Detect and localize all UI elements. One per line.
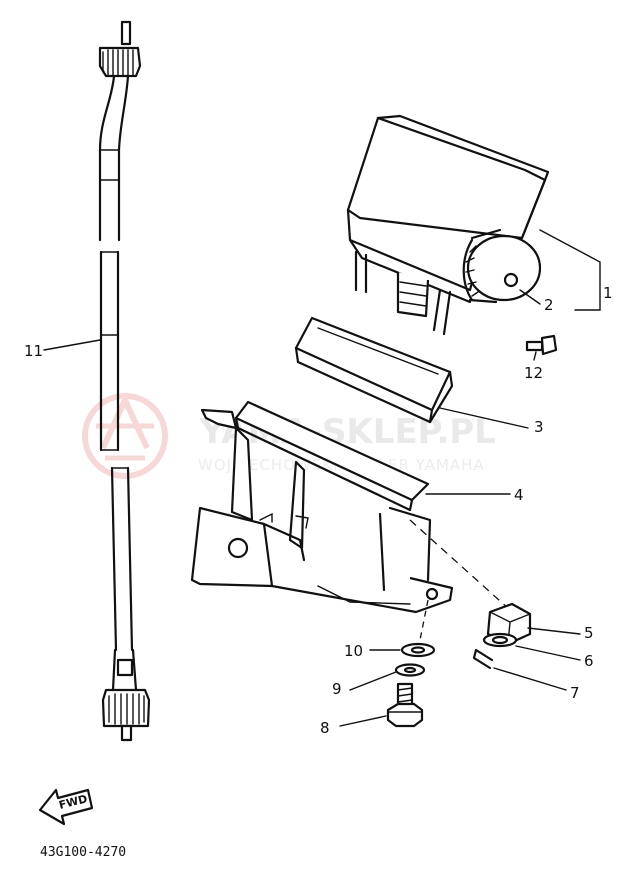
leader-lines [43, 289, 581, 727]
callout-4: 4 [514, 486, 524, 504]
diagram-code: 43G100-4270 [40, 845, 126, 860]
part-3-cushion [294, 316, 454, 424]
callout-8: 8 [320, 719, 330, 737]
part-12-screw [525, 334, 558, 356]
part-1-meter-assembly [346, 114, 601, 336]
part-10-washer [400, 642, 436, 658]
callout-12: 12 [524, 364, 543, 382]
meter-bracket [190, 408, 454, 614]
part-9-spring-washer [394, 663, 426, 677]
part-4-pad [234, 400, 430, 512]
callout-3: 3 [534, 418, 544, 436]
assembly-lines [409, 519, 511, 641]
callout-7: 7 [570, 684, 580, 702]
callout-6: 6 [584, 652, 594, 670]
callout-10: 10 [344, 642, 363, 660]
fwd-arrow-icon: FWD [38, 788, 94, 826]
callout-9: 9 [332, 680, 342, 698]
part-11-speedometer-cable [98, 20, 151, 742]
callouts: 1 2 3 4 5 6 7 8 9 10 11 12 [24, 284, 613, 737]
callout-1: 1 [603, 284, 613, 302]
part-6-collar [482, 632, 518, 648]
part-7-clip [472, 648, 494, 670]
part-8-bolt [386, 682, 424, 728]
yamaha-logo-watermark [82, 392, 168, 479]
callout-5: 5 [584, 624, 594, 642]
callout-2: 2 [544, 296, 554, 314]
callout-11: 11 [24, 342, 43, 360]
